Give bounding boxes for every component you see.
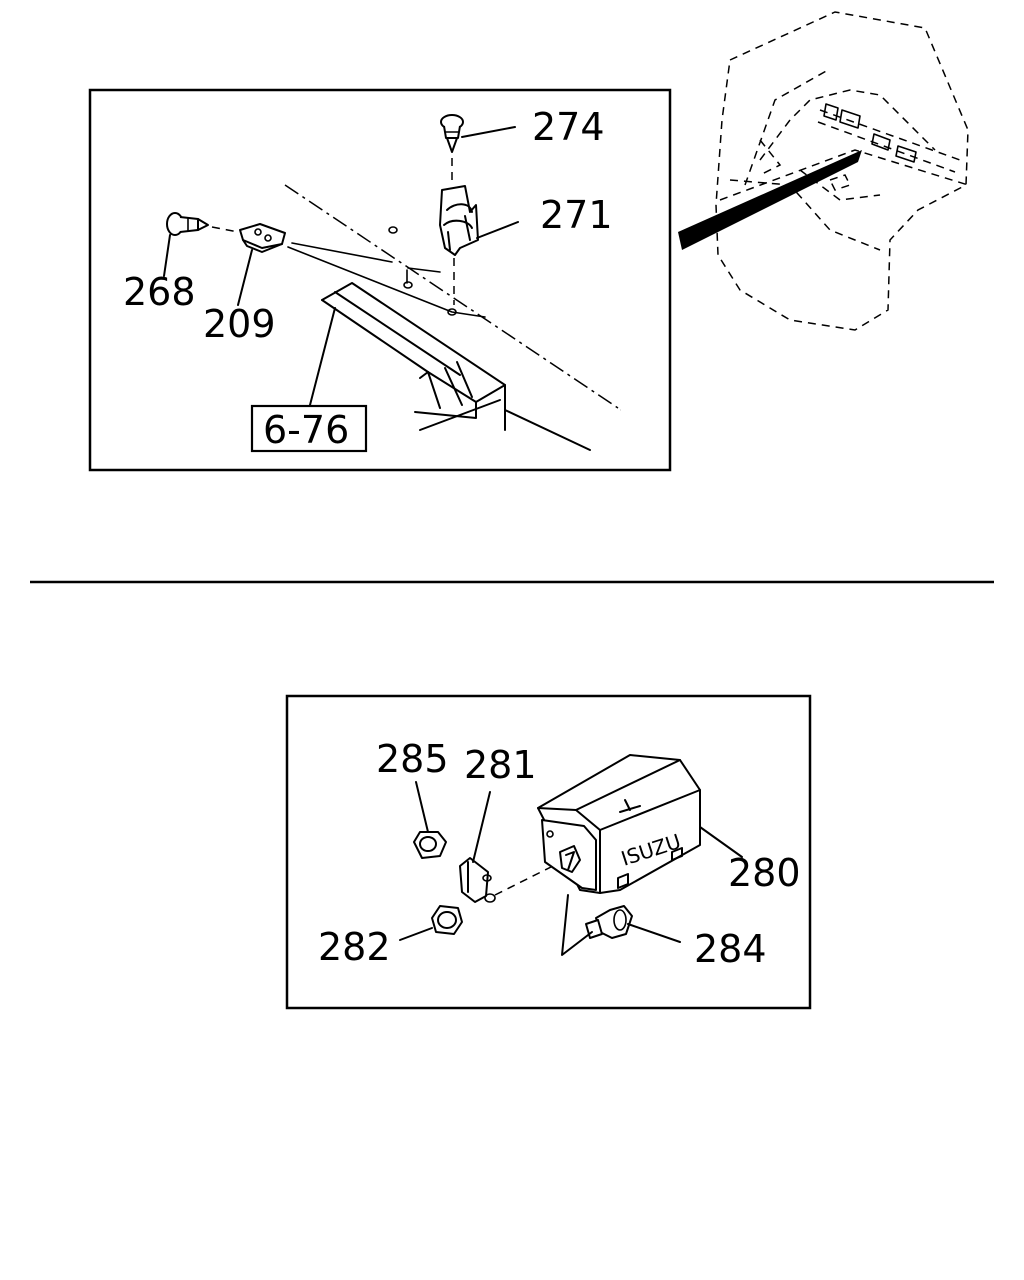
top-detail-panel: 274 271 268 209 6-76: [88, 88, 672, 472]
bottom-detail-panel: ISUZU 285 281 280 282 284: [285, 694, 812, 1010]
label-284: 284: [694, 927, 767, 971]
label-274: 274: [532, 105, 605, 149]
label-271: 271: [540, 193, 613, 237]
screw-274: [440, 114, 464, 153]
callout-wedge: [678, 150, 862, 250]
clip-nut-209: [239, 223, 286, 253]
nut-282: [431, 905, 463, 935]
label-282: 282: [318, 925, 391, 969]
label-268: 268: [123, 270, 196, 314]
label-209: 209: [203, 302, 276, 346]
body-bracket-structure: [321, 282, 591, 451]
label-281: 281: [464, 743, 537, 787]
screw-268: [166, 212, 209, 236]
label-285: 285: [376, 737, 449, 781]
label-280: 280: [728, 851, 801, 895]
vehicle-cab-overview: [678, 11, 969, 331]
clip-271: [439, 185, 479, 256]
reference-box: [250, 404, 368, 453]
reference-label: 6-76: [263, 408, 349, 452]
bracket-281: [459, 857, 496, 903]
nut-285: [413, 831, 447, 859]
